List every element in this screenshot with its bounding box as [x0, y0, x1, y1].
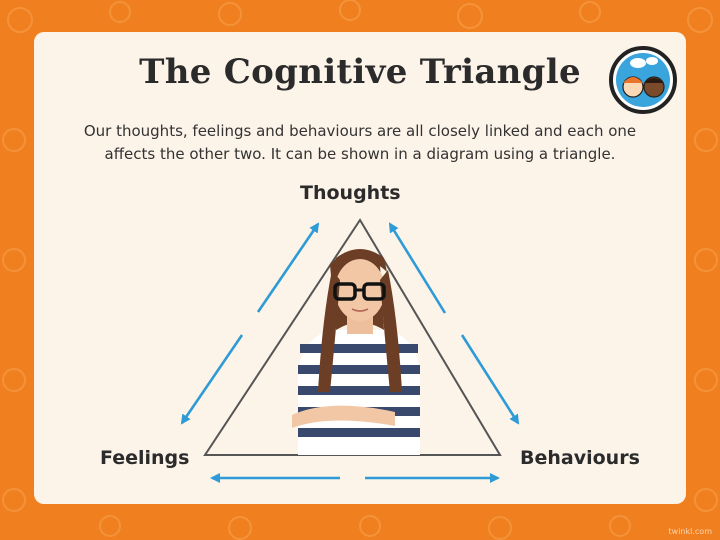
watermark: twinkl.com — [668, 527, 712, 536]
connection-arrows — [180, 222, 520, 483]
intro-paragraph: Our thoughts, feelings and behaviours ar… — [83, 122, 637, 163]
node-label-feelings: Feelings — [100, 447, 190, 469]
node-label-thoughts: Thoughts — [300, 182, 401, 204]
center-illustration-girl — [292, 249, 420, 455]
node-label-behaviours: Behaviours — [520, 447, 640, 469]
page-title: The Cognitive Triangle — [139, 52, 581, 92]
two-children-speech-bubble-icon — [609, 46, 677, 114]
